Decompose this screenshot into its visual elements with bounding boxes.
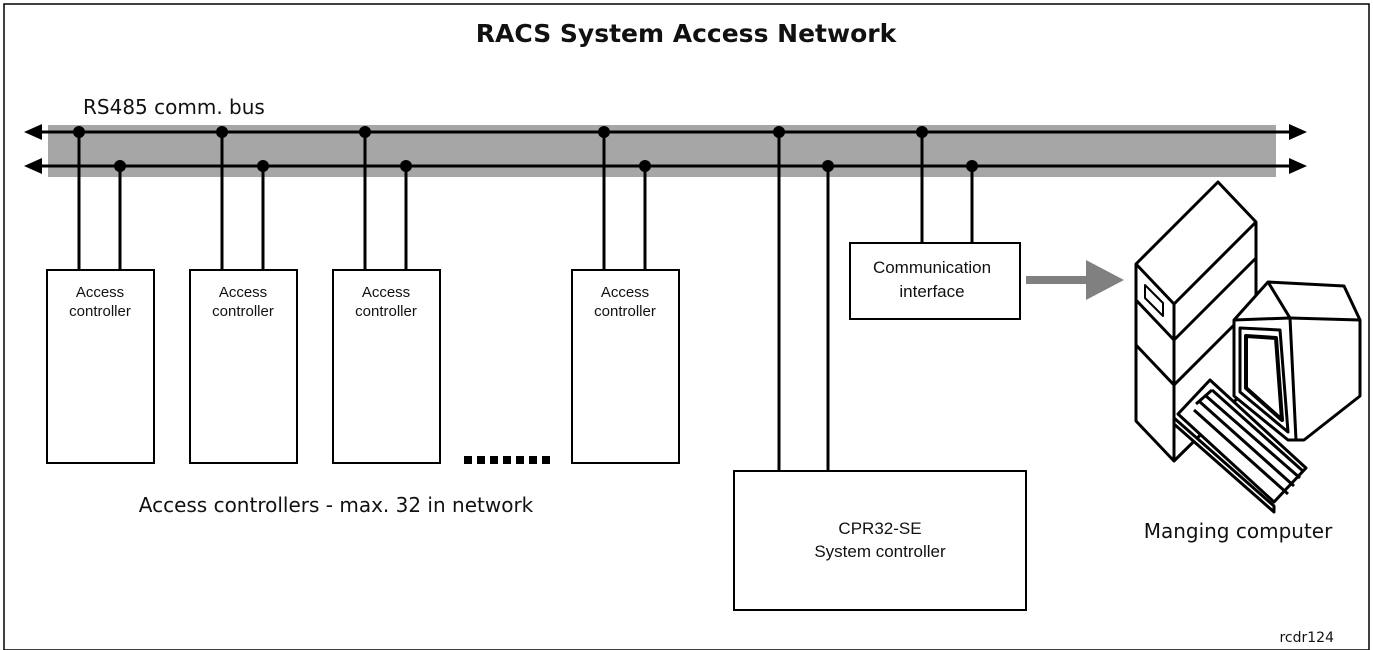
bus-junction-dot (822, 160, 834, 172)
access-controller-3: Access controller (332, 126, 441, 464)
bus-junction-dot (773, 126, 785, 138)
controller-label-line2: controller (355, 303, 417, 320)
link-arrow (1026, 260, 1124, 300)
controller-label-line2: controller (594, 303, 656, 320)
bus-junction-dot (400, 160, 412, 172)
bus-junction-dot (359, 126, 371, 138)
bus-label: RS485 comm. bus (83, 95, 265, 119)
controller-label-line2: controller (212, 303, 274, 320)
bus-line-bottom (24, 158, 1307, 174)
controller-label-line1: Access (76, 284, 124, 301)
more-controllers-ellipsis (464, 456, 550, 464)
controller-label-line2: controller (69, 303, 131, 320)
communication-interface: Communication interface (849, 126, 1021, 320)
bus-junction-dot (966, 160, 978, 172)
comm-interface-line1: Communication (873, 258, 991, 277)
bus-junction-dot (257, 160, 269, 172)
controller-label-line1: Access (219, 284, 267, 301)
access-controller-2: Access controller (189, 126, 298, 464)
access-controllers-caption: Access controllers - max. 32 in network (139, 493, 534, 517)
system-controller-model: CPR32-SE (838, 519, 921, 538)
controller-label-line1: Access (362, 284, 410, 301)
computer-caption: Manging computer (1144, 519, 1333, 543)
bus-junction-dot (216, 126, 228, 138)
bus-junction-dot (916, 126, 928, 138)
bus-junction-dot (114, 160, 126, 172)
diagram-title: RACS System Access Network (476, 19, 898, 48)
diagram-frame (3, 3, 1370, 650)
controller-label-line1: Access (601, 284, 649, 301)
access-controller-1: Access controller (46, 126, 155, 464)
comm-interface-line2: interface (899, 282, 964, 301)
bus-junction-dot (639, 160, 651, 172)
figure-code: rcdr124 (1279, 630, 1334, 646)
system-controller-label: System controller (814, 542, 946, 561)
system-controller: CPR32-SE System controller (733, 126, 1027, 611)
bus-junction-dot (598, 126, 610, 138)
bus-junction-dot (73, 126, 85, 138)
bus-line-top (24, 124, 1307, 140)
rs485-bus-band (48, 125, 1276, 177)
computer-icon (1134, 180, 1362, 514)
access-controller-4: Access controller (571, 126, 680, 464)
